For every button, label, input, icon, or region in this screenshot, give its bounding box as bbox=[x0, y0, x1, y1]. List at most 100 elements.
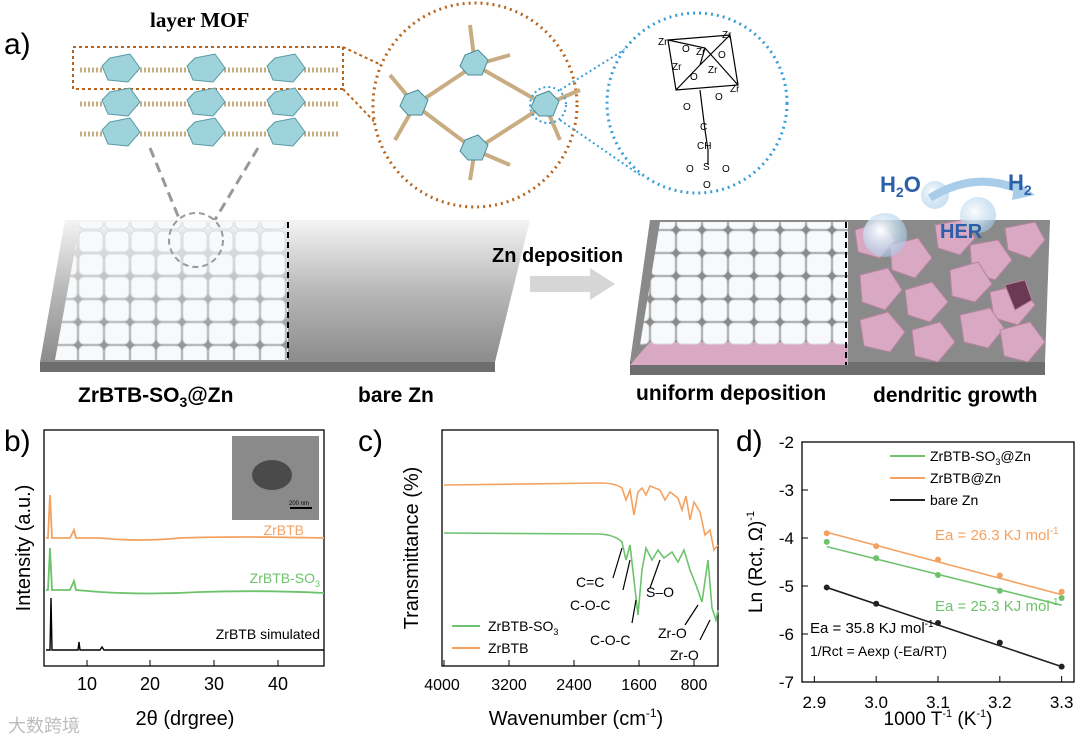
svg-text:Zr-O: Zr-O bbox=[658, 625, 687, 641]
data-point bbox=[823, 538, 830, 545]
h2o-label: H2O bbox=[880, 172, 921, 200]
data-point bbox=[823, 584, 830, 591]
svg-text:10: 10 bbox=[77, 674, 97, 694]
data-point bbox=[1058, 663, 1065, 670]
svg-text:Zr: Zr bbox=[672, 62, 682, 73]
data-point bbox=[996, 639, 1003, 646]
arrow-label: Zn deposition bbox=[492, 245, 623, 267]
svg-text:Zr: Zr bbox=[658, 37, 668, 48]
svg-text:O: O bbox=[686, 164, 694, 175]
svg-text:C-O-C: C-O-C bbox=[590, 632, 630, 648]
arr-legend-2: ZrBTB@Zn bbox=[930, 470, 1001, 486]
ea-black: Ea = 35.8 KJ mol-1 bbox=[810, 619, 934, 637]
svg-text:Zr: Zr bbox=[708, 65, 718, 76]
data-point bbox=[1058, 588, 1065, 595]
uniform-coating bbox=[640, 222, 848, 345]
x-tick-label: 3.1 bbox=[926, 693, 950, 712]
data-point bbox=[935, 619, 941, 626]
series-label-zrbtb-so3: ZrBTB-SO3 bbox=[250, 570, 320, 589]
y-tick-label: -3 bbox=[779, 481, 794, 500]
xrd-xticks: 10 20 30 40 bbox=[77, 674, 288, 694]
svg-text:Zr-O: Zr-O bbox=[670, 647, 699, 663]
arr-ylabel: Ln (Rct, Ω)-1 bbox=[745, 511, 767, 613]
svg-text:O: O bbox=[718, 50, 726, 61]
ftir-zrbtb-so3 bbox=[443, 532, 719, 624]
x-tick-label: 3.2 bbox=[988, 693, 1012, 712]
ftir-zrbtb bbox=[443, 482, 719, 552]
svg-text:O: O bbox=[715, 92, 723, 103]
series-label-zrbtb: ZrBTB bbox=[264, 522, 304, 538]
ftir-legend-1: ZrBTB-SO3 bbox=[488, 618, 558, 637]
panel-b-label: b) bbox=[4, 425, 31, 458]
data-point bbox=[873, 600, 880, 607]
layer-mof-title: layer MOF bbox=[150, 8, 249, 32]
svg-text:Zr: Zr bbox=[722, 30, 732, 41]
mof-clusters bbox=[399, 49, 560, 161]
svg-text:40: 40 bbox=[268, 674, 288, 694]
data-point bbox=[996, 572, 1003, 579]
data-point bbox=[1058, 595, 1065, 601]
watermark: 大数跨境 bbox=[8, 716, 80, 736]
xrd-zrbtb bbox=[46, 494, 325, 541]
data-point bbox=[996, 587, 1003, 594]
arr-legend-3: bare Zn bbox=[930, 492, 978, 508]
svg-text:O: O bbox=[703, 180, 711, 191]
middle-caption: bare Zn bbox=[358, 384, 434, 407]
svg-text:CH: CH bbox=[697, 141, 711, 152]
arr-xlabel: 1000 T-1 (K-1) bbox=[884, 708, 993, 730]
ea-orange: Ea = 26.3 KJ mol-1 bbox=[935, 526, 1059, 544]
y-tick-label: -2 bbox=[779, 433, 794, 452]
xrd-simulated bbox=[46, 597, 324, 651]
right-caption-2: dendritic growth bbox=[873, 384, 1038, 407]
x-tick-label: 3.3 bbox=[1050, 693, 1074, 712]
zr-cluster-bonds bbox=[667, 34, 739, 165]
panel-c-label: c) bbox=[358, 425, 383, 458]
data-point bbox=[935, 571, 941, 578]
ftir-xticks: 4000 3200 2400 1600 800 bbox=[424, 677, 707, 694]
svg-text:4000: 4000 bbox=[424, 677, 460, 694]
mof-layers bbox=[80, 53, 340, 147]
svg-text:20: 20 bbox=[140, 674, 160, 694]
y-tick-label: -7 bbox=[779, 673, 794, 692]
data-point bbox=[823, 530, 830, 537]
ea-green: Ea = 25.3 KJ mol-1 bbox=[935, 597, 1059, 615]
fit-line bbox=[826, 545, 1062, 606]
panel-a-label: a) bbox=[4, 28, 31, 61]
svg-text:S: S bbox=[703, 162, 710, 173]
h2-label: H2 bbox=[1008, 170, 1032, 198]
ftir-legend-2: ZrBTB bbox=[488, 640, 528, 656]
svg-text:O: O bbox=[690, 72, 698, 83]
svg-text:C-O-C: C-O-C bbox=[570, 597, 610, 613]
svg-text:3200: 3200 bbox=[491, 677, 527, 694]
svg-text:2400: 2400 bbox=[556, 677, 592, 694]
svg-text:30: 30 bbox=[204, 674, 224, 694]
x-tick-label: 3.0 bbox=[864, 693, 888, 712]
panel-c-ftir: C=C C-O-C S–O C-O-C Zr-O Zr-O ZrBTB-SO3 … bbox=[401, 429, 719, 730]
mof-coating bbox=[55, 222, 288, 360]
deposition-arrow bbox=[530, 268, 615, 300]
left-caption: ZrBTB-SO3@Zn bbox=[78, 384, 233, 410]
right-caption-1: uniform deposition bbox=[636, 382, 826, 405]
panel-d-label: d) bbox=[736, 425, 763, 458]
y-tick-label: -5 bbox=[779, 577, 794, 596]
ftir-xlabel: Wavenumber (cm-1) bbox=[489, 706, 663, 730]
svg-text:C: C bbox=[700, 122, 707, 133]
x-tick-label: 2.9 bbox=[803, 693, 827, 712]
svg-text:Zr: Zr bbox=[730, 84, 740, 95]
svg-text:S–O: S–O bbox=[646, 584, 674, 600]
data-point bbox=[935, 556, 941, 563]
xrd-zrbtb-so3 bbox=[46, 547, 325, 595]
ftir-annotations: C=C C-O-C S–O C-O-C Zr-O Zr-O bbox=[570, 574, 699, 663]
series-label-simulated: ZrBTB simulated bbox=[216, 626, 320, 642]
her-label: HER bbox=[940, 221, 983, 243]
svg-text:C=C: C=C bbox=[576, 574, 604, 590]
panel-b-xrd: 200 nm ZrBTB ZrBTB-SO3 ZrBTB simulated 1… bbox=[13, 429, 325, 730]
zr-cluster-circle bbox=[605, 11, 789, 195]
scale-bar: 200 nm bbox=[289, 501, 309, 507]
svg-text:1600: 1600 bbox=[621, 677, 657, 694]
arr-legend-1: ZrBTB-SO3@Zn bbox=[930, 448, 1031, 467]
y-tick-label: -6 bbox=[779, 625, 794, 644]
data-point bbox=[873, 543, 880, 550]
